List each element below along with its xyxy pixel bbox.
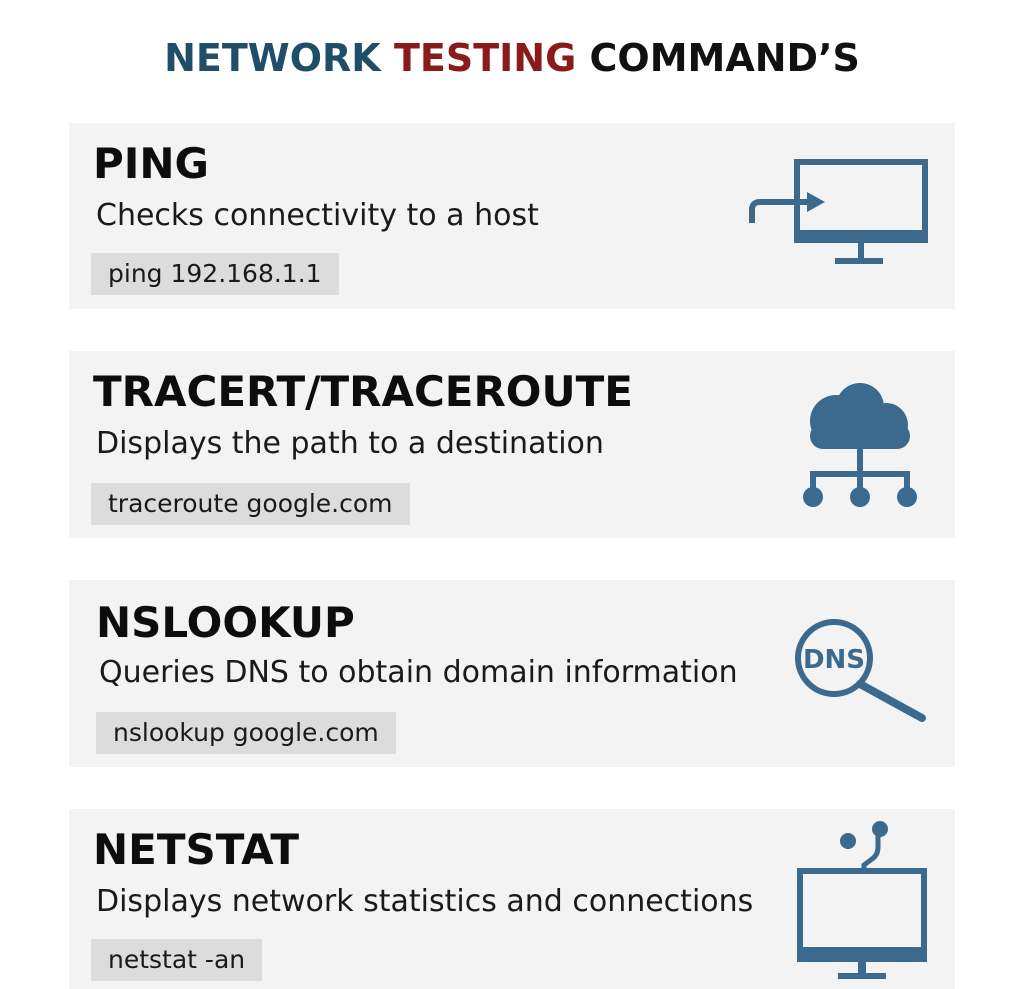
title-commands: COMMAND’S xyxy=(589,36,860,80)
page-title: NETWORK TESTING COMMAND’S xyxy=(0,36,1024,80)
monitor-arrow-icon xyxy=(747,158,932,268)
monitor-connections-icon xyxy=(794,819,934,984)
command-example: traceroute google.com xyxy=(91,483,410,525)
command-card-netstat: NETSTAT Displays network statistics and … xyxy=(69,809,955,989)
command-description: Displays the path to a destination xyxy=(96,426,604,461)
dns-magnifier-icon: DNS xyxy=(792,614,932,724)
command-description: Queries DNS to obtain domain information xyxy=(99,655,738,690)
command-example: nslookup google.com xyxy=(96,712,396,754)
command-name: NETSTAT xyxy=(93,825,300,874)
command-name: NSLOOKUP xyxy=(96,598,355,647)
dns-label: DNS xyxy=(803,645,865,675)
title-network: NETWORK xyxy=(164,36,381,80)
title-testing: TESTING xyxy=(393,36,577,80)
command-card-ping: PING Checks connectivity to a host ping … xyxy=(69,123,955,309)
command-card-nslookup: NSLOOKUP Queries DNS to obtain domain in… xyxy=(69,580,955,767)
cloud-network-icon xyxy=(796,381,926,511)
command-name: TRACERT/TRACEROUTE xyxy=(93,367,633,416)
command-card-tracert: TRACERT/TRACEROUTE Displays the path to … xyxy=(69,351,955,538)
command-name: PING xyxy=(93,139,210,188)
command-example: ping 192.168.1.1 xyxy=(91,253,339,295)
command-description: Displays network statistics and connecti… xyxy=(96,884,754,919)
command-example: netstat -an xyxy=(91,939,263,981)
command-description: Checks connectivity to a host xyxy=(96,198,539,233)
